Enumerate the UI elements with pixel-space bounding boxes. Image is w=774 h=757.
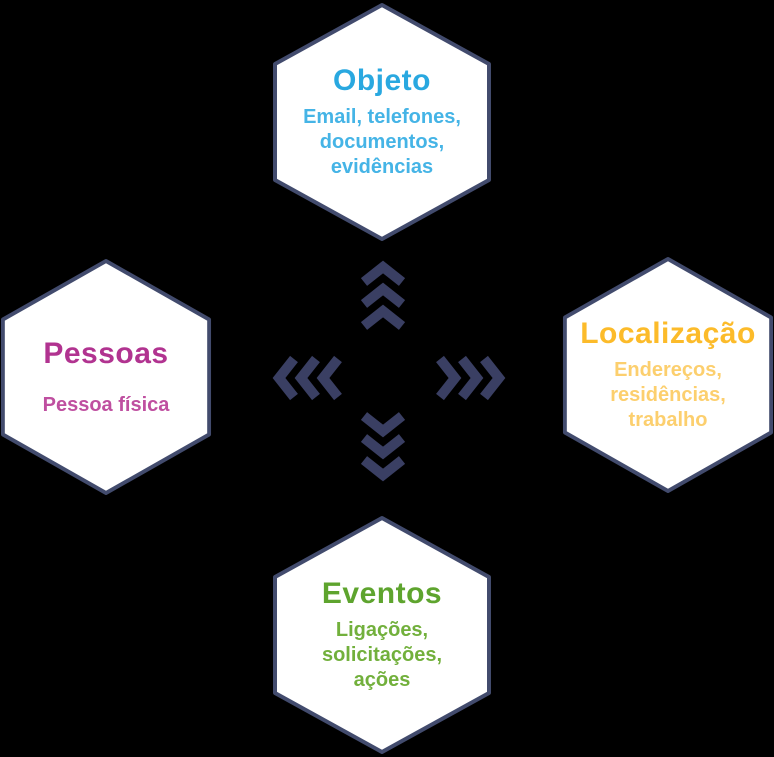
hexagon-shape [0,258,212,496]
node-title-eventos: Eventos [321,577,443,610]
node-subtitle-localizacao: Endereços, residências, trabalho [610,359,726,431]
node-title-objeto: Objeto [333,64,431,97]
node-title-pessoas: Pessoas [43,336,169,370]
hexagon-node-pessoas: Pessoas Pessoa física [0,258,212,496]
node-subtitle-pessoas: Pessoa física [42,393,170,416]
hexagon-shape [273,3,491,241]
hexagon-node-objeto: Objeto Email, telefones, documentos, evi… [272,2,492,242]
chevrons-down-icon [360,412,406,482]
hexagon-node-eventos: Eventos Ligações, solicitações, ações [272,515,492,755]
chevrons-up-icon [360,260,406,330]
node-title-localizacao: Localização [580,317,756,350]
node-subtitle-objeto: Email, telefones, documentos, evidências [303,106,461,178]
node-subtitle-eventos: Ligações, solicitações, ações [321,619,443,691]
hexagon-shape [273,516,491,754]
chevrons-right-icon [436,355,506,401]
hexagon-shape [562,256,774,494]
hexagon-node-localizacao: Localização Endereços, residências, trab… [562,256,774,494]
chevrons-left-icon [272,355,342,401]
